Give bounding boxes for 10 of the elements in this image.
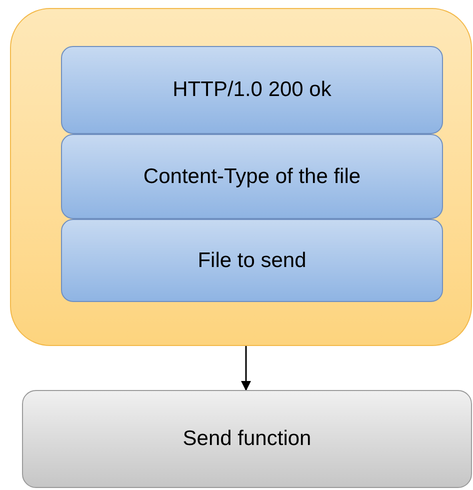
arrow: [241, 346, 251, 391]
process-box: [61, 134, 443, 219]
box-label: File to send: [198, 248, 306, 274]
box-label: Content-Type of the file: [143, 164, 361, 190]
container-box: [10, 8, 472, 346]
process-box: [22, 390, 472, 488]
box-label: Send function: [182, 426, 312, 452]
box-label: HTTP/1.0 200 ok: [172, 77, 332, 104]
process-box: [61, 46, 443, 134]
process-box: [61, 219, 443, 302]
